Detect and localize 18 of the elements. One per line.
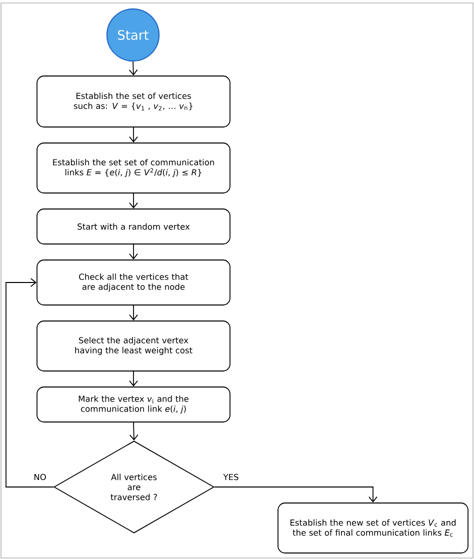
arrow: [129, 244, 138, 260]
process-box: Select the adjacent vertex having the least weight cost: [36, 320, 230, 372]
arrow: [129, 422, 138, 441]
arrow: [128, 61, 138, 76]
arrow: [129, 127, 138, 143]
arrow: [214, 486, 378, 503]
process-box: Establish the set set of communication links E = {e(i, j) ∈ V$^{2}$/d(i, j) ≤ R}: [36, 142, 230, 194]
arrow: [129, 305, 138, 321]
arrow: [129, 193, 138, 209]
arrow: [129, 371, 138, 387]
arrow: [6, 278, 54, 488]
edge-label: NO: [32, 472, 48, 482]
process-box: Establish the new set of vertices V$_{c}$ and the set of final communication links E$_{c}$: [278, 502, 468, 554]
process-box: Check all the vertices that are adjacent to the node: [36, 260, 230, 306]
process-box: Establish the set of vertices such as: V = {v$_{1}$ , v$_{2}$, … v$_{n}$}: [36, 76, 230, 128]
edge-label: YES: [222, 472, 240, 482]
process-box: Start with a random vertex: [36, 208, 230, 244]
process-box: Mark the vertex v$_{i}$ and the communication link e(i, j): [36, 386, 230, 422]
